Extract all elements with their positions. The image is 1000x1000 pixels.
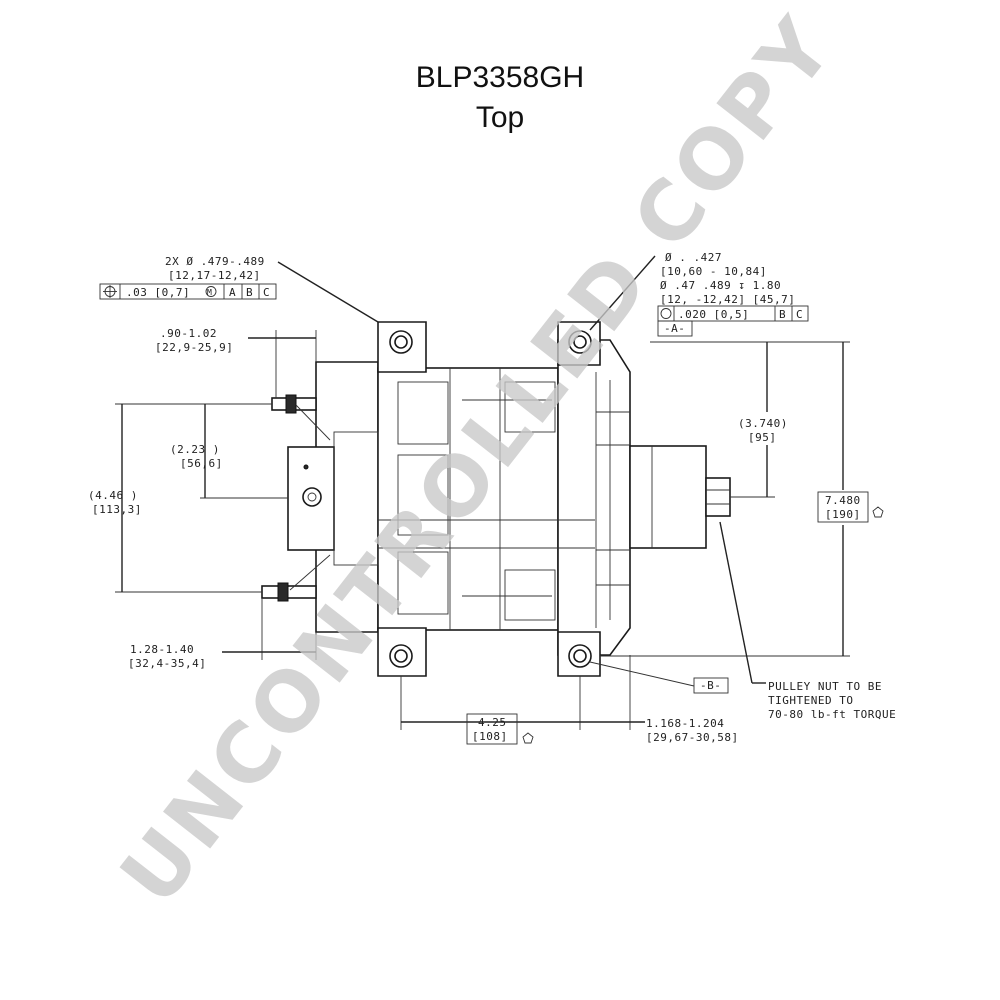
full-height-metric: [190] xyxy=(825,508,861,521)
note-line-3: 70-80 lb-ft TORQUE xyxy=(768,708,896,721)
dimension-lines xyxy=(115,255,850,730)
mount-hole-metric: [12,17-12,42] xyxy=(168,269,261,282)
datum-b-ref: B xyxy=(246,286,253,299)
datum-b-label: -B- xyxy=(700,679,721,692)
position-tolerance-frame: .03 [0,7] M A B C xyxy=(99,283,277,300)
half-height: (3.740) xyxy=(738,417,788,430)
pulley-offset: 1.168-1.204 xyxy=(646,717,724,730)
view-label: Top xyxy=(475,101,525,134)
half-height-metric: [95] xyxy=(748,431,777,444)
datum-a-label: -A- xyxy=(664,322,685,335)
ear-datum-c: C xyxy=(796,308,803,321)
terminal-span-metric: [113,3] xyxy=(92,503,142,516)
ear-hole-metric: [10,60 - 10,84] xyxy=(660,265,767,278)
ear-hole-spec2: Ø .47 .489 ↧ 1.80 xyxy=(660,279,781,292)
datum-a-ref: A xyxy=(229,286,236,299)
datum-c-ref: C xyxy=(263,286,270,299)
ear-hole-spec: Ø . .427 xyxy=(665,251,722,264)
overall-width-metric: [108] xyxy=(472,730,508,743)
terminal-offset-metric: [22,9-25,9] xyxy=(155,341,233,354)
terminal-span: (4.46 ) xyxy=(88,489,138,502)
mounting-ears xyxy=(377,321,601,677)
note-line-2: TIGHTENED TO xyxy=(768,694,853,707)
svg-text:M: M xyxy=(207,288,212,297)
part-number: BLP3358GH xyxy=(415,61,585,94)
lower-offset-metric: [32,4-35,4] xyxy=(128,657,206,670)
note-line-1: PULLEY NUT TO BE xyxy=(768,680,882,693)
center-offset-metric: [56,6] xyxy=(180,457,223,470)
mount-hole-spec: 2X Ø .479-.489 xyxy=(165,255,265,268)
dimension-labels: 2X Ø .479-.489 [12,17-12,42] .03 [0,7] M… xyxy=(88,251,896,745)
ear-tolerance: .020 [0,5] xyxy=(678,308,749,321)
drawing-header: BLP3358GH Top xyxy=(0,58,1000,138)
pulley-offset-metric: [29,67-30,58] xyxy=(646,731,739,744)
ear-datum-b: B xyxy=(779,308,786,321)
pulley-shaft xyxy=(629,445,731,549)
ear-tolerance-frame: .020 [0,5] B C xyxy=(657,305,809,322)
ear-hole-metric2: [12, -12,42] [45,7] xyxy=(660,293,795,306)
terminal-offset: .90-1.02 xyxy=(160,327,217,340)
alternator-outline xyxy=(261,339,631,656)
center-offset: (2.23 ) xyxy=(170,443,220,456)
overall-width: 4.25 xyxy=(478,716,507,729)
lower-offset: 1.28-1.40 xyxy=(130,643,194,656)
position-tolerance: .03 [0,7] xyxy=(126,286,190,299)
full-height: 7.480 xyxy=(825,494,861,507)
